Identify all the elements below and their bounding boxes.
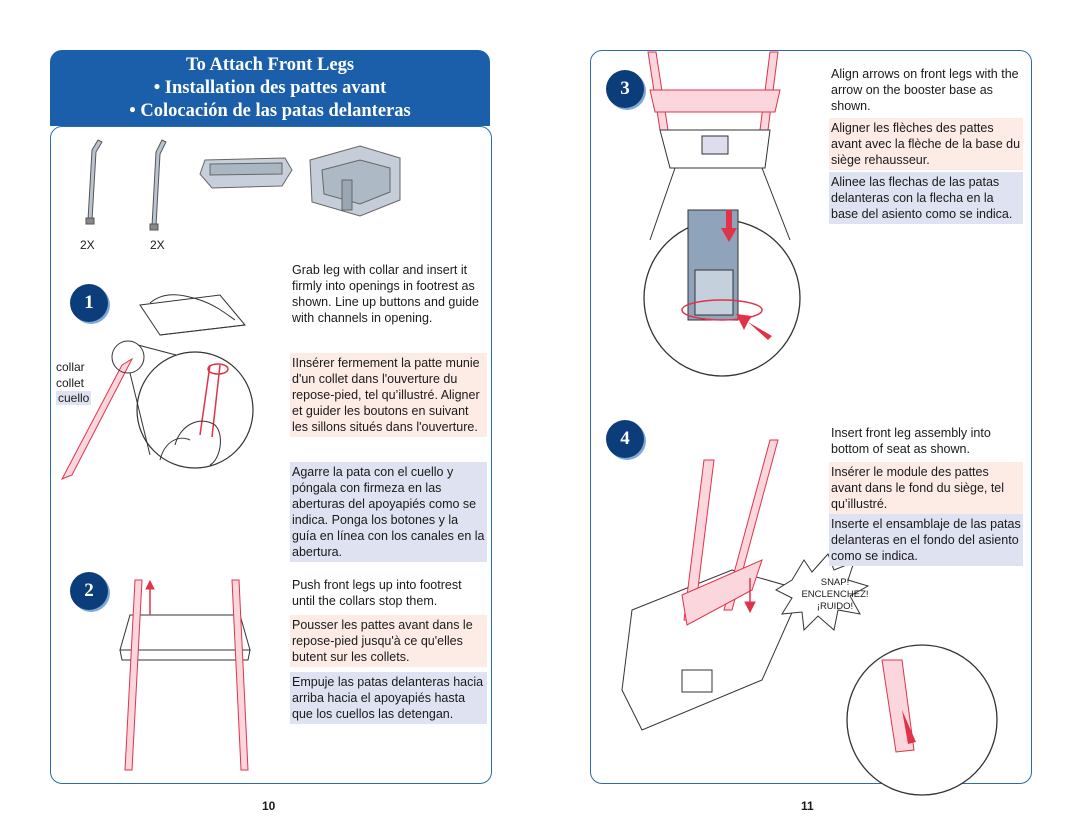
page-number-left: 10 (262, 799, 276, 813)
step-3-text-en: Align arrows on front legs with the arro… (831, 67, 1019, 113)
step-3-text-es: Alinee las flechas de las patas delanter… (829, 172, 1023, 224)
leg-assembly-top (647, 51, 781, 131)
footrest-part (199, 157, 293, 189)
leg-a-quantity: 2X (80, 238, 95, 252)
leg-b-quantity: 2X (150, 238, 165, 252)
header-title-fr: • Installation des pattes avant (153, 78, 387, 98)
step-4-text-es: Inserte el ensamblaje de las patas delan… (829, 514, 1023, 566)
booster-base (659, 129, 771, 169)
step-4-text-fr: Insérer le module des pattes avant dans … (829, 462, 1023, 514)
step-3-badge: 3 (606, 70, 644, 108)
step-3-illustration (643, 51, 801, 377)
step-4-illustration (621, 439, 998, 796)
label-cuello: cuello (56, 391, 92, 405)
zoomed-leg (687, 209, 739, 321)
zoom-callout-circle (846, 644, 998, 796)
zoom-callout-circle (136, 351, 254, 469)
step-2-text-en: Push front legs up into footrest until t… (292, 578, 462, 608)
leg-assembly-angled (681, 439, 779, 626)
zoomed-hand (159, 420, 221, 466)
diagonal-arrow-icon (736, 314, 772, 340)
up-arrow-icon (145, 579, 155, 615)
zoom-callout-small (111, 340, 145, 374)
zoomed-leg-insertion (199, 363, 229, 438)
step-1-text-es: Agarre la pata con el cuello y póngala c… (290, 462, 487, 562)
snap-burst (774, 553, 870, 632)
zoom-arrow-icon (902, 710, 916, 744)
legs-front-view (124, 579, 249, 771)
front-leg-part-b (149, 139, 167, 231)
left-panel (50, 126, 492, 784)
step-3-text-fr: Aligner les flèches des pattes avant ave… (829, 118, 1023, 170)
step-4-text-en: Insert front leg assembly into bottom of… (831, 426, 991, 456)
step-1-text-fr: IInsérer fermement la patte munie d'un c… (290, 353, 487, 437)
seat-base (621, 569, 803, 731)
snap-text-fr: ENCLENCHEZ! (801, 589, 869, 600)
step-1-text-en: Grab leg with collar and insert it firml… (292, 263, 479, 325)
snap-label: SNAP! ENCLENCHEZ! ¡RUIDO! (792, 577, 878, 613)
hand-illustration (149, 294, 236, 321)
down-arrow-icon (721, 210, 737, 242)
step-2-text-es: Empuje las patas delanteras hacia arriba… (290, 672, 487, 724)
snap-text-es: ¡RUIDO! (816, 601, 854, 612)
step-1-badge: 1 (70, 284, 108, 322)
parts-illustration (85, 139, 401, 231)
front-leg-part-a (85, 139, 103, 225)
insert-arrow-icon (744, 578, 756, 614)
right-panel (590, 50, 1032, 784)
header-title-es: • Colocación de las patas delanteras (129, 101, 411, 121)
label-collet: collet (56, 376, 85, 390)
header-title-en: To Attach Front Legs (185, 55, 355, 75)
step-4-badge: 4 (606, 420, 644, 458)
footrest-front-view (119, 614, 251, 661)
section-header: To Attach Front Legs • Installation des … (50, 50, 490, 126)
snap-text-en: SNAP! (820, 577, 850, 588)
label-collar: collar (56, 360, 85, 374)
step-2-badge: 2 (70, 572, 108, 610)
step-2-illustration (119, 579, 251, 771)
booster-seat-part (309, 145, 401, 217)
leg-illustration (60, 357, 134, 480)
step-2-text-fr: Pousser les pattes avant dans le repose-… (290, 615, 487, 667)
footrest-illustration (139, 294, 246, 336)
step-1-illustration (60, 294, 254, 480)
page-number-right: 11 (801, 799, 814, 813)
